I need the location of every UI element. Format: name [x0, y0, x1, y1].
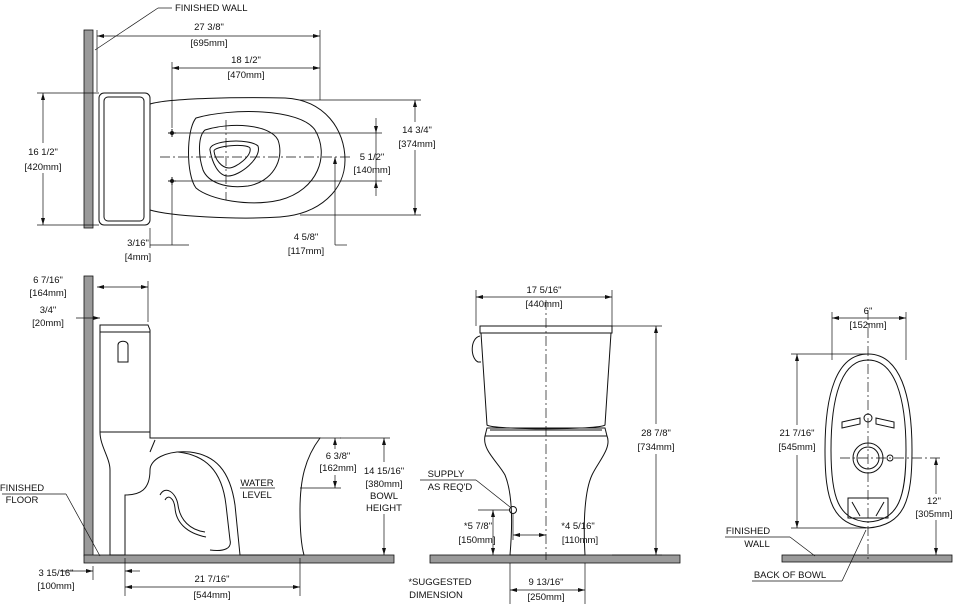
top-bolt-offset-metric: [117mm]: [288, 246, 324, 257]
outlet-bowl-length-metric: [545mm]: [779, 442, 816, 453]
front-supply-offset-imperial: *4 5/16": [561, 521, 594, 532]
top-wall-gap-metric: [4mm]: [125, 252, 151, 263]
side-bowl-height-imperial: 14 15/16": [364, 466, 404, 477]
outlet-view: 6" [152mm] 21 7/16" [545mm] 12" [305mm] …: [725, 306, 958, 582]
suggested-note-line2: DIMENSION: [409, 590, 463, 601]
front-view: 17 5/16" [440mm] 28 7/8" [734mm] SUPPLY …: [408, 285, 681, 604]
finished-wall-top-label: FINISHED WALL: [175, 3, 248, 14]
front-tank: [479, 325, 613, 334]
finished-floor-label-line1: FINISHED: [0, 483, 44, 494]
side-bowl-height-metric: [380mm]: [366, 479, 403, 490]
outlet-width-imperial: 6": [864, 306, 873, 317]
suggested-note-line1: *SUGGESTED: [408, 577, 471, 588]
front-base-width-metric: [250mm]: [528, 592, 565, 603]
side-finished-floor: [83, 554, 395, 564]
front-overall-height-imperial: 28 7/8": [641, 428, 671, 439]
side-water-level-metric: [162mm]: [320, 463, 357, 474]
front-base-width-imperial: 9 13/16": [528, 577, 563, 588]
side-bowl: [99, 431, 321, 556]
top-bolt-spacing-imperial: 5 1/2": [360, 152, 385, 163]
top-bowl-outline: [149, 97, 346, 219]
water-level-label-line2: LEVEL: [242, 490, 272, 501]
bowl-height-label-line1: BOWL: [370, 491, 398, 502]
top-bowl-width-imperial: 14 3/4": [402, 125, 432, 136]
back-of-bowl-label: BACK OF BOWL: [754, 570, 826, 581]
side-view: 6 7/16" [164mm] 3/4" [20mm] 6 3/8" [162m…: [0, 275, 408, 601]
side-roughin-imperial: 3 15/16": [38, 568, 73, 579]
outlet-roughin-metric: [305mm]: [916, 509, 953, 520]
front-tank-width-imperial: 17 5/16": [526, 285, 561, 296]
top-view: 27 3/8" [695mm] FINISHED WALL 18 1/2" [4…: [22, 3, 439, 263]
outlet-bowl-length-imperial: 21 7/16": [779, 428, 814, 439]
front-tank-width-metric: [440mm]: [526, 299, 563, 310]
front-overall-height-metric: [734mm]: [638, 442, 675, 453]
side-tank: [99, 324, 151, 433]
supply-label-line2: AS REQ'D: [428, 482, 473, 493]
bowl-height-label-line2: HEIGHT: [366, 503, 402, 514]
finished-floor-label-line2: FLOOR: [6, 495, 39, 506]
top-tank-depth-imperial: 16 1/2": [28, 147, 58, 158]
side-tank-depth-metric: [164mm]: [30, 288, 67, 299]
top-bowl-length-imperial: 18 1/2": [231, 55, 261, 66]
top-bowl-width-metric: [374mm]: [399, 139, 436, 150]
side-tank-depth-imperial: 6 7/16": [33, 275, 63, 286]
outlet-roughin-imperial: 12": [927, 496, 941, 507]
top-wall-gap-imperial: 3/16": [127, 238, 149, 249]
front-supply-offset-metric: [110mm]: [562, 535, 598, 546]
side-water-level-imperial: 6 3/8": [326, 451, 351, 462]
side-base-length-metric: [544mm]: [194, 590, 231, 601]
side-roughin-metric: [100mm]: [38, 581, 75, 592]
side-lid-offset-imperial: 3/4": [40, 305, 57, 316]
front-supply-height-metric: [150mm]: [459, 535, 496, 546]
top-bolt-offset-imperial: 4 5/8": [294, 232, 319, 243]
side-lid-offset-metric: [20mm]: [32, 318, 64, 329]
water-level-label-line1: WATER: [240, 478, 273, 489]
finished-wall-side-label-line2: WALL: [744, 539, 770, 550]
top-overall-length-metric: [695mm]: [191, 38, 228, 49]
front-finished-floor: [429, 554, 681, 564]
supply-label-line1: SUPPLY: [428, 469, 465, 480]
outlet-finished-wall: [781, 554, 953, 563]
outlet-width-metric: [152mm]: [850, 320, 887, 331]
top-tank: [98, 92, 151, 226]
top-tank-depth-metric: [420mm]: [25, 162, 62, 173]
side-base-length-imperial: 21 7/16": [194, 574, 229, 585]
finished-wall-side-label-line1: FINISHED: [726, 526, 770, 537]
top-overall-length-imperial: 27 3/8": [194, 22, 224, 33]
top-finished-wall: [83, 29, 94, 229]
front-supply-height-imperial: *5 7/8": [464, 521, 492, 532]
top-bowl-length-metric: [470mm]: [228, 70, 265, 81]
top-bolt-spacing-metric: [140mm]: [354, 165, 391, 176]
